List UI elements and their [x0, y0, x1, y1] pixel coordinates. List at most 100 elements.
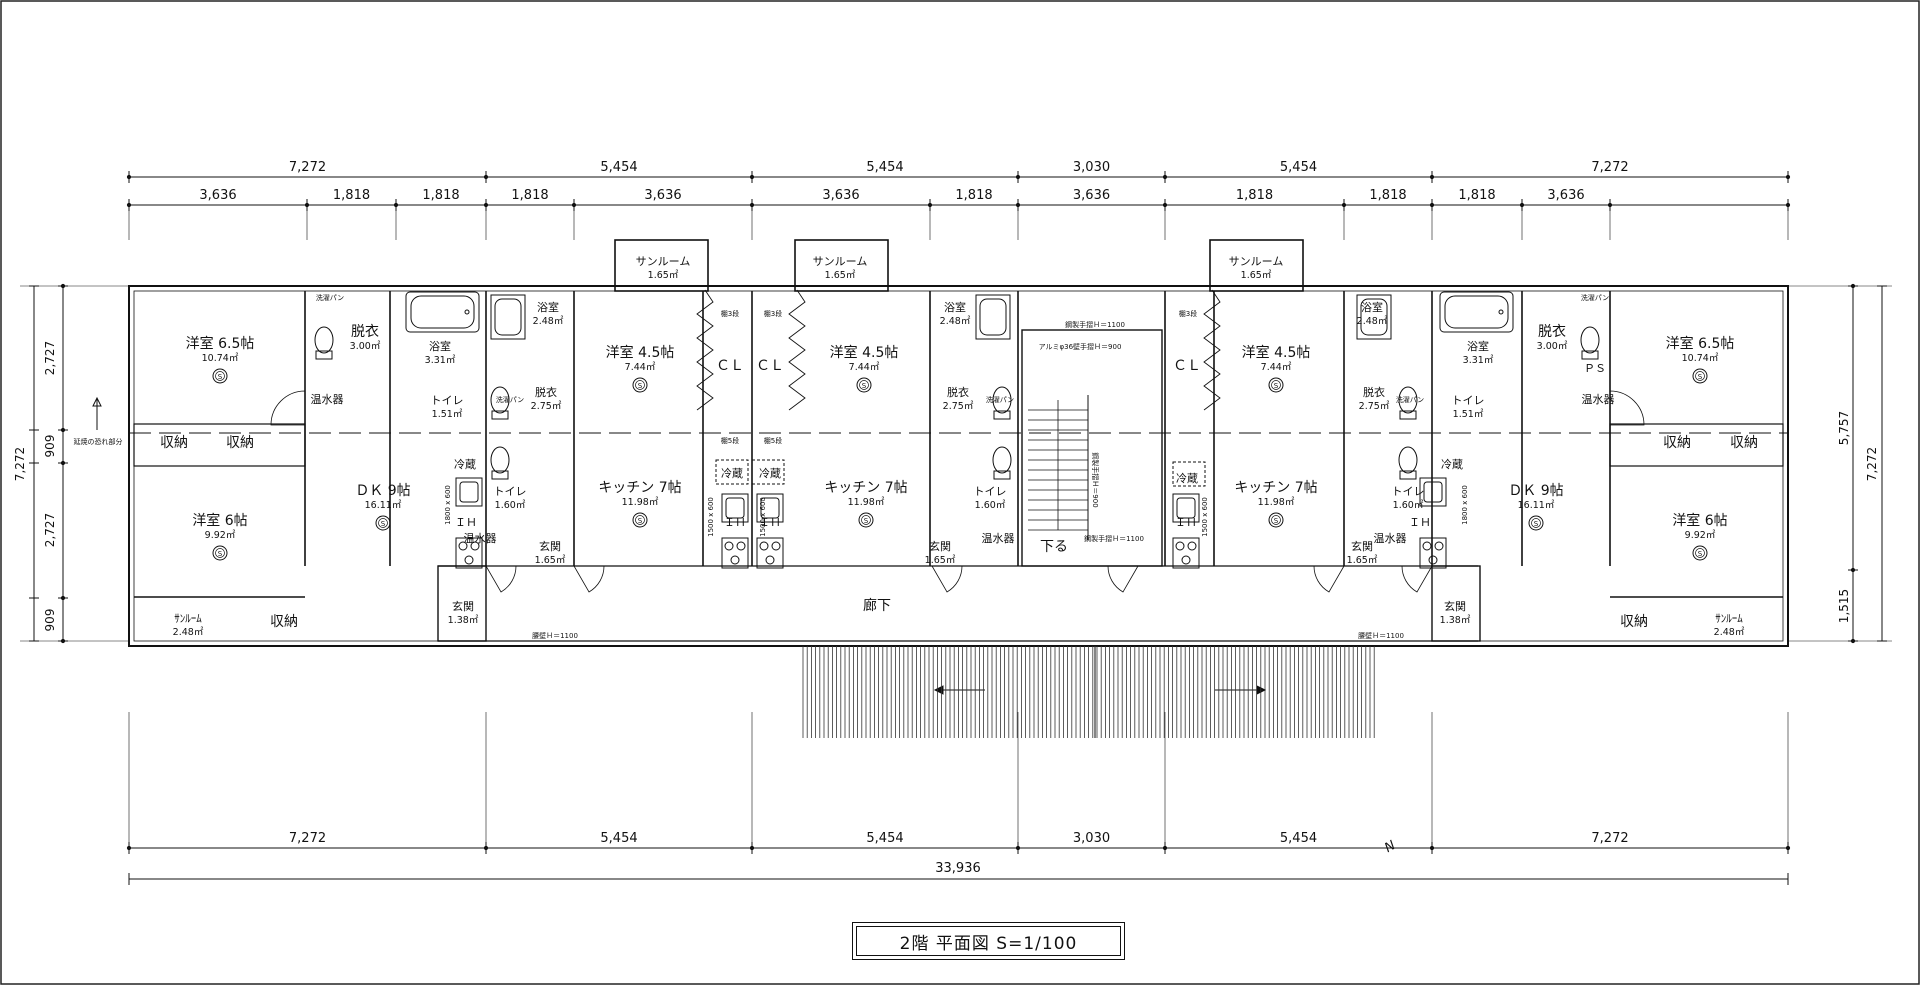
- sink-4: [1419, 477, 1447, 507]
- label-ps: ＰＳ: [1584, 362, 1606, 375]
- room-genkan-b-name: 玄関: [929, 539, 951, 553]
- room-yoshitsu-45-c-name: 洋室 4.5帖: [1242, 344, 1311, 361]
- door-entr-right: [1401, 565, 1433, 593]
- top-major-dim-0: 7,272: [289, 160, 326, 175]
- label-wash-pan-4: 洗濯パン: [1581, 293, 1609, 302]
- room-yoshitsu-65-left-area: 10.74㎡: [202, 353, 239, 364]
- bottom-major-dim-1: 5,454: [600, 831, 637, 846]
- label-size-1500-0: 1500 x 600: [707, 497, 715, 537]
- room-kitchen-b-area: 11.98㎡: [848, 497, 885, 508]
- door-dk-left: [270, 390, 306, 426]
- bottom-major-dim-2: 5,454: [866, 831, 903, 846]
- room-yoshitsu-6-left-area: 9.92㎡: [205, 530, 236, 541]
- left-outer-dim: 7,272: [13, 447, 27, 481]
- room-yoshitsu-45-b-name: 洋室 4.5帖: [830, 344, 899, 361]
- room-toilet-left-area: 1.51㎡: [432, 409, 463, 420]
- top-minor-dim-9: 1,818: [1369, 188, 1406, 203]
- label-fridge-3: 冷蔵: [454, 458, 476, 471]
- room-kitchen-a-area: 11.98㎡: [622, 497, 659, 508]
- room-datsui-right-area: 3.00㎡: [1537, 341, 1568, 352]
- room-yokushitsu-c-area: 2.48㎡: [1357, 316, 1388, 327]
- room-toilet-right-area: 1.51㎡: [1453, 409, 1484, 420]
- label-shelf3-0: 棚3段: [721, 309, 739, 318]
- toilet-2: [992, 386, 1012, 420]
- room-yoshitsu-65-left-smoke-detector: S: [218, 373, 223, 381]
- top-minor-dim-3: 1,818: [511, 188, 548, 203]
- label-ih-0: ＩＨ: [455, 516, 477, 529]
- label-size-1500-1: 1500 x 600: [759, 497, 767, 537]
- room-genkan-right-name: 玄関: [1444, 599, 1466, 613]
- bathtub-c: [1356, 294, 1392, 340]
- sink-2: [756, 493, 784, 523]
- label-cl-1: ＣＬ: [756, 358, 784, 374]
- room-yoshitsu-65-right-smoke-detector: S: [1698, 373, 1703, 381]
- room-datsui-c-area: 2.75㎡: [1359, 401, 1390, 412]
- room-toilet-a-name: トイレ: [494, 485, 527, 498]
- top-major-dim-1: 5,454: [600, 160, 637, 175]
- top-major-dim-2: 5,454: [866, 160, 903, 175]
- label-stairs-down: 下る: [1040, 539, 1068, 555]
- fixtures: [92, 289, 1645, 695]
- right-inner-dim-1: 1,515: [1837, 589, 1851, 623]
- room-toilet-a-area: 1.60㎡: [495, 500, 526, 511]
- label-size-1800-1: 1800 x 600: [1461, 485, 1469, 525]
- left-inner-dim-0: 2,727: [43, 341, 57, 375]
- room-yoshitsu-45-b-smoke-detector: S: [862, 382, 867, 390]
- room-genkan-left-area: 1.38㎡: [448, 615, 479, 626]
- left-inner-dim-2: 2,727: [43, 513, 57, 547]
- room-sunroom-b-name: サンルーム: [813, 255, 868, 268]
- top-minor-dim-2: 1,818: [422, 188, 459, 203]
- room-yokushitsu-right-name: 浴室: [1467, 339, 1489, 353]
- room-toilet-c-area: 1.60㎡: [1393, 500, 1424, 511]
- label-water-heater-0: 温水器: [311, 393, 344, 406]
- room-genkan-c-name: 玄関: [1351, 539, 1373, 553]
- room-kitchen-a-name: キッチン 7帖: [598, 480, 681, 496]
- label-closet-5: 収納: [1620, 614, 1648, 630]
- room-dk-left-name: ＤＫ 9帖: [355, 483, 410, 499]
- room-dk-left-area: 16.11㎡: [365, 500, 402, 511]
- top-major-dim-5: 7,272: [1591, 160, 1628, 175]
- label-railing-1: 鋼製手摺Ｈ＝1100: [1065, 320, 1125, 329]
- toilet-6: [992, 446, 1012, 480]
- walls: [128, 239, 1789, 647]
- room-yokushitsu-a-name: 浴室: [537, 300, 559, 314]
- room-toilet-right-name: トイレ: [1452, 394, 1485, 407]
- room-yokushitsu-c-name: 浴室: [1361, 300, 1383, 314]
- room-yoshitsu-6-left-name: 洋室 6帖: [192, 512, 247, 529]
- label-shelf3-2: 棚3段: [1179, 309, 1197, 318]
- room-genkan-right-area: 1.38㎡: [1440, 615, 1471, 626]
- toilet-3: [1398, 386, 1418, 420]
- fridge-box-1: [751, 459, 785, 485]
- room-sunroom-c-name: サンルーム: [1229, 255, 1284, 268]
- bifold-cl-b: [788, 289, 806, 411]
- label-wash-pan-1: 洗濯パン: [496, 395, 524, 404]
- label-railing-2: アルミφ36壁手摺Ｈ＝900: [1039, 342, 1122, 351]
- label-ih-3: ＩＨ: [1175, 516, 1197, 529]
- door-dk-right: [1609, 390, 1645, 426]
- room-sunroom-b-area: 1.65㎡: [825, 270, 856, 281]
- room-yokushitsu-a-area: 2.48㎡: [533, 316, 564, 327]
- label-closet-3: 収納: [1730, 435, 1758, 451]
- room-yoshitsu-65-right-area: 10.74㎡: [1682, 353, 1719, 364]
- label-size-1500-2: 1500 x 600: [1201, 497, 1209, 537]
- label-ih-1: ＩＨ: [724, 516, 746, 529]
- bottom-major-dim-5: 7,272: [1591, 831, 1628, 846]
- top-minor-dim-1: 1,818: [333, 188, 370, 203]
- room-dk-right-smoke-detector: S: [1534, 520, 1539, 528]
- label-fridge-4: 冷蔵: [1441, 458, 1463, 471]
- room-sunroom-left-small-name: ｻﾝﾙｰﾑ: [174, 612, 202, 625]
- room-genkan-left-name: 玄関: [452, 599, 474, 613]
- door-entr-left: [485, 565, 517, 593]
- room-dk-left-smoke-detector: S: [381, 520, 386, 528]
- room-yoshitsu-6-left-smoke-detector: S: [218, 550, 223, 558]
- label-closet-2: 収納: [1663, 435, 1691, 451]
- room-yokushitsu-b-area: 2.48㎡: [940, 316, 971, 327]
- label-closet-1: 収納: [226, 435, 254, 451]
- right-outer-dim: 7,272: [1865, 447, 1879, 481]
- room-sunroom-left-small-area: 2.48㎡: [173, 627, 204, 638]
- room-yokushitsu-right-area: 3.31㎡: [1463, 355, 1494, 366]
- label-wash-pan-2: 洗濯パン: [986, 395, 1014, 404]
- stove-1: [721, 537, 749, 569]
